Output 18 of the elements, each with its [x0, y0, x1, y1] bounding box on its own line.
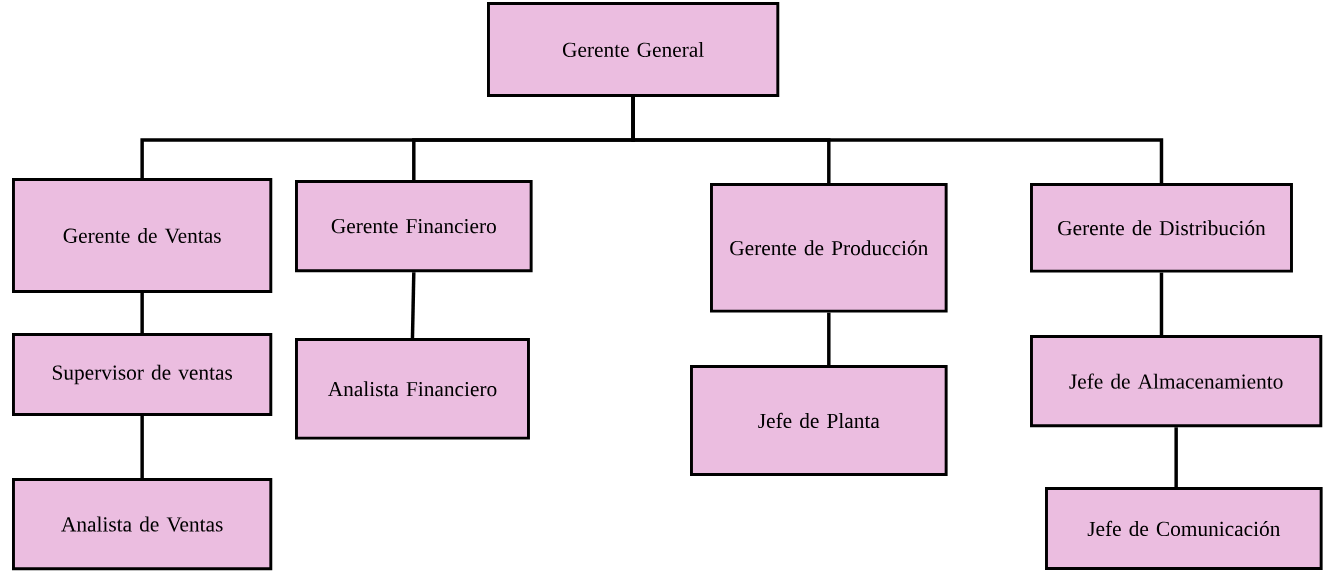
- org-box: Gerente de Producción: [710, 183, 948, 313]
- connector-line: [140, 415, 144, 478]
- connector-line: [140, 292, 144, 333]
- connector-line: [827, 312, 831, 365]
- org-box: Gerente Financiero: [295, 180, 533, 273]
- connector-line: [410, 272, 416, 339]
- org-box: Analista Financiero: [295, 338, 530, 440]
- connector-line: [1174, 427, 1178, 487]
- org-box: Jefe de Comunicación: [1045, 487, 1323, 570]
- org-box: Supervisor de ventas: [12, 333, 273, 416]
- connector-line: [1159, 272, 1164, 335]
- org-box: Analista de Ventas: [12, 478, 273, 571]
- org-box: Jefe de Planta: [690, 365, 948, 476]
- org-box: Gerente de Distribución: [1030, 183, 1293, 273]
- org-box: Gerente General: [487, 2, 780, 97]
- org-box: Gerente de Ventas: [12, 178, 273, 293]
- connector-line: [631, 96, 1164, 183]
- org-box: Jefe de Almacenamiento: [1030, 335, 1323, 428]
